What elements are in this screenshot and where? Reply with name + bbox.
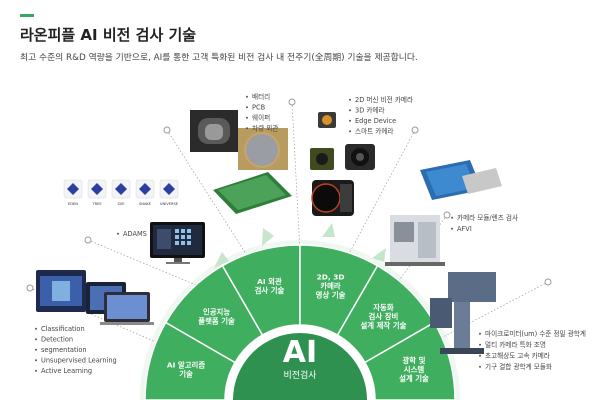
inspection-equipment-image <box>385 215 445 266</box>
platform-tile-label-4: UNIVERSE <box>160 202 179 206</box>
platform-tile-label-3: SNAKE <box>139 202 152 206</box>
list-equipment-item-1: AFVI <box>457 225 472 233</box>
list-appearance-bullet-2 <box>246 116 248 119</box>
list-optics-item-0: 마이크로미터(um) 수준 정밀 광학계 <box>485 329 586 338</box>
connector-end-circles <box>26 98 552 292</box>
list-algorithms-bullet-4 <box>35 369 37 372</box>
page-subtitle: 최고 수준의 R&D 역량을 기반으로, AI를 통한 고객 특화된 비전 검사… <box>20 53 418 63</box>
platform-tile-label-2: SVE <box>117 202 125 206</box>
segment-label-1-1: 플랫폼 기술 <box>198 317 235 326</box>
list-algorithms-bullet-2 <box>35 348 37 351</box>
optics-system-image <box>430 272 496 354</box>
platform-tile-icon-2 <box>115 183 127 195</box>
segment-label-3-1: 카메라 <box>320 282 341 291</box>
arrow-camera <box>322 223 335 237</box>
list-appearance-item-2: 웨이퍼 <box>252 113 270 122</box>
list-appearance-bullet-1 <box>246 106 248 109</box>
platform-tile-icon-1 <box>91 183 103 195</box>
list-camera: 2D 머신 비전 카메라 3D 카메라 Edge Device 스마트 카메라 <box>349 95 413 136</box>
list-camera-bullet-3 <box>349 130 351 133</box>
list-camera-bullet-2 <box>349 119 351 122</box>
page-title: 라온피플 AI 비전 검사 기술 <box>20 26 197 44</box>
list-camera-item-1: 3D 카메라 <box>355 106 385 115</box>
list-algorithms-bullet-0 <box>35 327 37 330</box>
list-algorithms-item-0: Classification <box>41 325 85 333</box>
segment-label-5-1: 시스템 <box>404 365 425 374</box>
list-optics-item-2: 초고해상도 고속 카메라 <box>485 351 550 360</box>
platform-tile-label-1: TREE <box>91 202 102 206</box>
center-subtitle: 비전검사 <box>283 369 317 381</box>
list-camera-item-3: 스마트 카메라 <box>355 127 394 136</box>
list-algorithms-item-3: Unsupervised Learning <box>41 357 117 365</box>
platform-tile-icon-3 <box>139 183 151 195</box>
arrow-appearance <box>262 228 274 246</box>
list-equipment-bullet-0 <box>451 216 453 219</box>
list-camera-bullet-1 <box>349 109 351 112</box>
list-equipment-item-0: 카메라 모듈/렌즈 검사 <box>457 213 518 222</box>
center-disc <box>233 333 367 400</box>
segment-label-0-1: 기술 <box>179 369 193 378</box>
list-appearance-bullet-0 <box>246 95 248 98</box>
list-optics-bullet-1 <box>479 343 481 346</box>
list-algorithms-item-2: segmentation <box>41 346 87 354</box>
list-algorithms-bullet-3 <box>35 359 37 362</box>
center-title: AI <box>283 335 317 370</box>
platform-tile-icon-0 <box>67 183 79 195</box>
segment-label-3-0: 2D, 3D <box>317 273 345 282</box>
list-platform-item-0: ADAMS <box>123 230 147 238</box>
platform-tiles: EDEN TREE SVE SNAKE UNIVERSE <box>63 179 179 206</box>
list-appearance-bullet-3 <box>246 127 248 130</box>
adams-monitor-image <box>150 222 205 264</box>
list-optics-bullet-0 <box>479 332 481 335</box>
list-camera-item-2: Edge Device <box>355 117 396 125</box>
appearance-inspection-images <box>190 110 292 214</box>
list-camera-bullet-0 <box>349 98 351 101</box>
list-appearance-item-3: 차량 외관 <box>252 124 278 133</box>
list-equipment-bullet-1 <box>451 227 453 230</box>
segment-label-4-2: 설계 제작 기술 <box>360 321 406 330</box>
segment-label-5-2: 설계 기술 <box>399 374 429 383</box>
segment-label-4-0: 자동화 <box>373 303 394 312</box>
arrow-platform <box>214 252 229 268</box>
platform-tile-label-0: EDEN <box>68 202 78 206</box>
arrow-equipment <box>372 248 386 262</box>
title-accent-bar <box>20 14 34 17</box>
segment-label-0-0: AI 알고리즘 <box>167 360 205 369</box>
algorithm-screens-image <box>36 270 154 325</box>
list-platform: ADAMS <box>117 230 147 238</box>
platform-tile-icon-4 <box>163 183 175 195</box>
list-algorithms-item-1: Detection <box>41 336 73 344</box>
segment-label-3-2: 영상 기술 <box>316 291 346 300</box>
camera-product-images <box>310 112 375 216</box>
list-algorithms-bullet-1 <box>35 338 37 341</box>
segment-label-2-1: 검사 기술 <box>255 286 285 295</box>
list-appearance-item-1: PCB <box>252 104 266 112</box>
segment-label-4-1: 검사 장비 <box>369 312 399 321</box>
list-algorithms-item-4: Active Learning <box>41 367 92 375</box>
edge-device-images <box>420 160 502 200</box>
list-appearance-item-0: 배터리 <box>252 92 270 101</box>
list-platform-bullet-0 <box>117 232 119 235</box>
segment-label-1-0: 인공지능 <box>203 308 230 317</box>
list-optics-bullet-2 <box>479 354 481 357</box>
list-optics-item-1: 멀티 카메라 특화 조명 <box>485 340 546 349</box>
segment-label-2-0: AI 외관 <box>257 277 282 286</box>
list-camera-item-0: 2D 머신 비전 카메라 <box>355 95 413 104</box>
segment-label-5-0: 광학 및 <box>402 356 425 365</box>
list-optics-item-3: 기구 결합 광학계 모듈화 <box>485 362 552 371</box>
list-optics-bullet-3 <box>479 365 481 368</box>
list-equipment: 카메라 모듈/렌즈 검사 AFVI <box>451 213 518 233</box>
